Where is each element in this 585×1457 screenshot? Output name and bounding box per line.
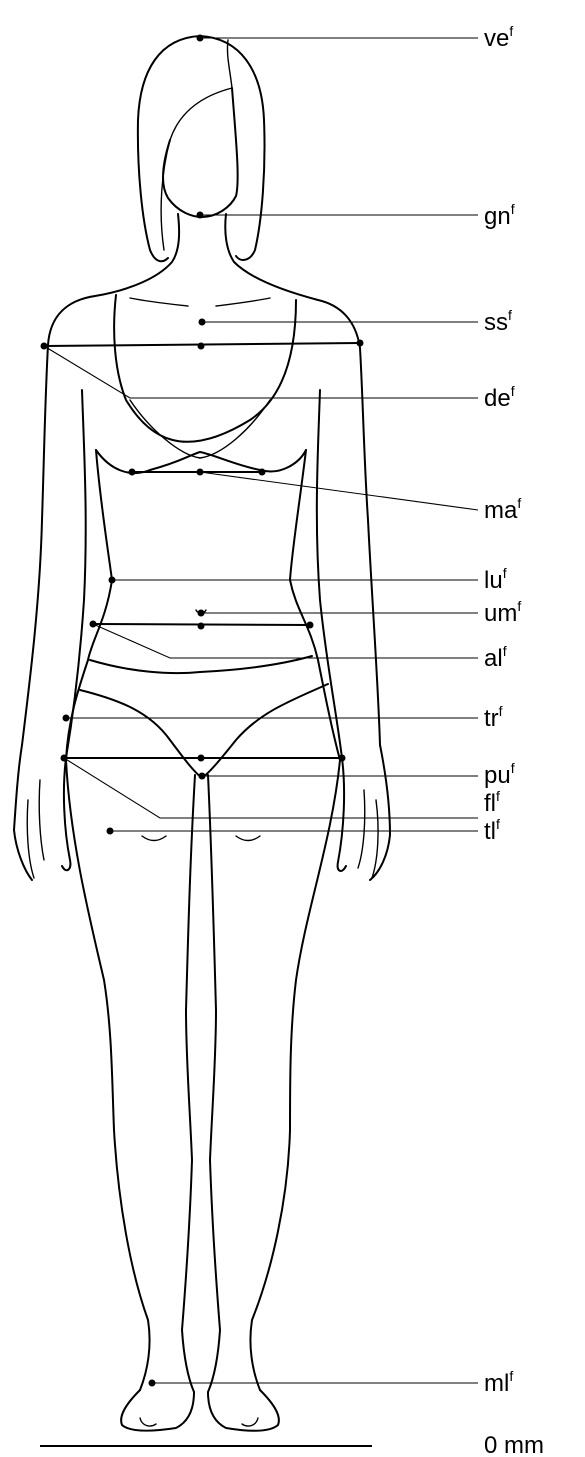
label-ml: mlf [484, 1368, 513, 1397]
label-gn: gnf [484, 201, 515, 230]
label-tr: trf [484, 703, 503, 732]
point-fl-right [339, 755, 346, 762]
leader-fl [64, 758, 478, 818]
leader-ma [200, 472, 478, 510]
point-ml [149, 1380, 156, 1387]
point-gn [197, 212, 204, 219]
body-outline [14, 36, 390, 1431]
leader-de [44, 346, 478, 398]
label-pu: puf [484, 760, 515, 789]
leader-lines [44, 38, 478, 1383]
point-fl-left [61, 755, 68, 762]
point-al-left [90, 621, 97, 628]
point-ma-left [129, 469, 136, 476]
label-fl: flf [484, 788, 500, 817]
point-de-right [357, 340, 364, 347]
point-lu [109, 577, 116, 584]
label-lu: luf [484, 565, 507, 594]
landmark-points [41, 35, 364, 1387]
point-de-left [41, 343, 48, 350]
point-de-mid [198, 343, 205, 350]
label-ve: vef [484, 23, 513, 52]
label-ss: ssf [484, 307, 512, 336]
point-ss [199, 319, 206, 326]
label-tl: tlf [484, 816, 500, 845]
label-floor: 0 mm [484, 1432, 544, 1457]
point-tr [63, 715, 70, 722]
label-de: def [484, 383, 515, 412]
point-fl-mid [198, 755, 205, 762]
point-tl [107, 828, 114, 835]
point-pu [199, 773, 206, 780]
point-al-right [307, 622, 314, 629]
measurement-lines [40, 343, 372, 1446]
point-ma-right [259, 469, 266, 476]
point-ve [197, 35, 204, 42]
label-al: alf [484, 643, 507, 672]
label-um: umf [484, 598, 521, 627]
landmark-labels: vef gnf ssf def maf luf umf alf trf puf … [484, 23, 544, 1457]
point-ma-mid [197, 469, 204, 476]
point-al-mid [198, 623, 205, 630]
label-ma: maf [484, 495, 521, 524]
leader-al [93, 624, 478, 658]
point-um [198, 610, 205, 617]
